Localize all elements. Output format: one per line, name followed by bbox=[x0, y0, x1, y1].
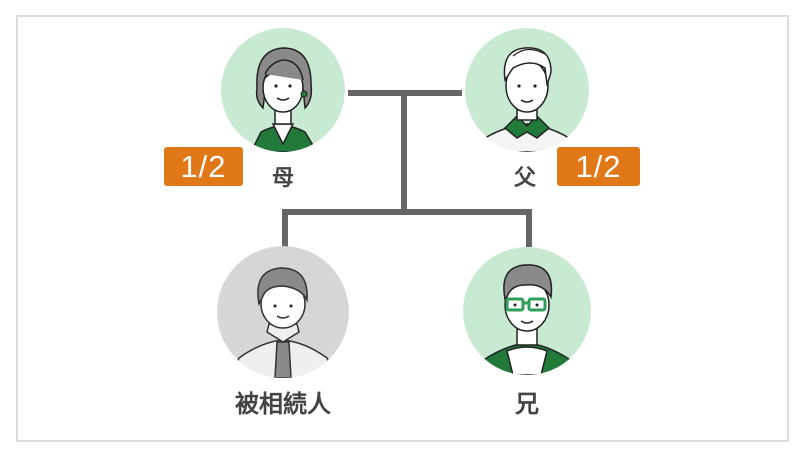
mother-label: 母 bbox=[271, 166, 295, 191]
brother-label: 兄 bbox=[515, 390, 539, 418]
diagram-frame bbox=[16, 15, 789, 442]
father-share-badge: 1/2 bbox=[557, 147, 640, 186]
mother-avatar bbox=[221, 28, 345, 152]
woman-icon bbox=[221, 28, 345, 152]
brother-avatar bbox=[463, 247, 591, 375]
connector-children bbox=[282, 209, 532, 215]
connector-drop-deceased bbox=[282, 209, 288, 247]
connector-drop-brother bbox=[526, 209, 532, 247]
man-tie-icon bbox=[217, 246, 349, 378]
father-label: 父 bbox=[513, 166, 537, 191]
deceased-avatar bbox=[217, 246, 349, 378]
connector-trunk bbox=[401, 90, 407, 214]
mother-share-badge: 1/2 bbox=[164, 147, 243, 186]
deceased-label: 被相続人 bbox=[235, 390, 331, 418]
father-avatar bbox=[465, 28, 589, 152]
man-elder-icon bbox=[465, 28, 589, 152]
man-glasses-icon bbox=[463, 247, 591, 375]
